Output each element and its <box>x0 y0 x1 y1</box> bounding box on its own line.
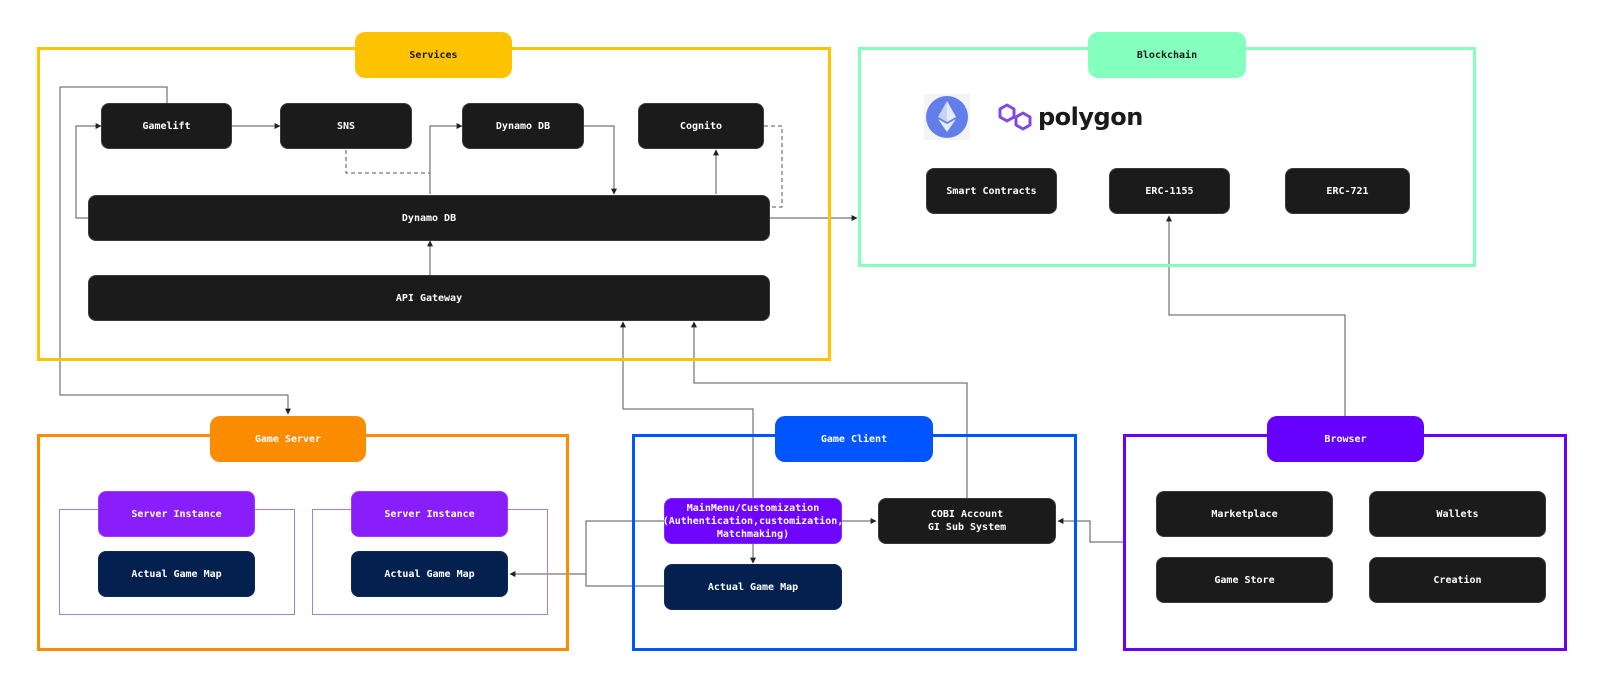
ethereum-logo <box>924 94 970 140</box>
wallets-node[interactable]: Wallets <box>1369 491 1546 537</box>
server-actual-game-map-1[interactable]: Actual Game Map <box>98 551 255 597</box>
server-actual-game-map-2[interactable]: Actual Game Map <box>351 551 508 597</box>
game-client-title: Game Client <box>775 416 933 462</box>
creation-node[interactable]: Creation <box>1369 557 1546 603</box>
game-server-title: Game Server <box>210 416 366 462</box>
main-menu-line-3: Matchmaking) <box>716 528 790 540</box>
server-instance-title-1[interactable]: Server Instance <box>98 491 255 537</box>
polygon-logo: polygon <box>998 100 1143 134</box>
polygon-wordmark: polygon <box>1038 103 1143 131</box>
blockchain-group <box>858 47 1476 267</box>
main-menu-customization-node[interactable]: MainMenu/Customization (Authentication,c… <box>662 498 844 544</box>
blockchain-title: Blockchain <box>1088 32 1246 78</box>
server-instance-title-2[interactable]: Server Instance <box>351 491 508 537</box>
erc-721-node[interactable]: ERC-721 <box>1285 168 1410 214</box>
marketplace-node[interactable]: Marketplace <box>1156 491 1333 537</box>
services-title: Services <box>355 32 512 78</box>
smart-contracts-node[interactable]: Smart Contracts <box>926 168 1057 214</box>
cobi-line-1: COBI Account <box>930 509 1004 520</box>
api-gateway-node[interactable]: API Gateway <box>88 275 770 321</box>
client-actual-game-map-node[interactable]: Actual Game Map <box>664 564 842 610</box>
erc-1155-node[interactable]: ERC-1155 <box>1109 168 1230 214</box>
dynamo-db-main-node[interactable]: Dynamo DB <box>88 195 770 241</box>
sns-node[interactable]: SNS <box>280 103 412 149</box>
cobi-line-2: GI Sub System <box>927 522 1007 533</box>
main-menu-line-1: MainMenu/Customization <box>686 502 820 514</box>
cognito-node[interactable]: Cognito <box>638 103 764 149</box>
main-menu-line-2: (Authentication,customization, <box>662 515 844 527</box>
polygon-icon <box>998 103 1032 131</box>
browser-group <box>1123 434 1567 651</box>
dynamo-db-top-node[interactable]: Dynamo DB <box>462 103 584 149</box>
ethereum-icon <box>926 96 968 138</box>
gamelift-node[interactable]: Gamelift <box>101 103 232 149</box>
game-store-node[interactable]: Game Store <box>1156 557 1333 603</box>
cobi-account-node[interactable]: COBI Account GI Sub System <box>878 498 1056 544</box>
browser-title: Browser <box>1267 416 1424 462</box>
